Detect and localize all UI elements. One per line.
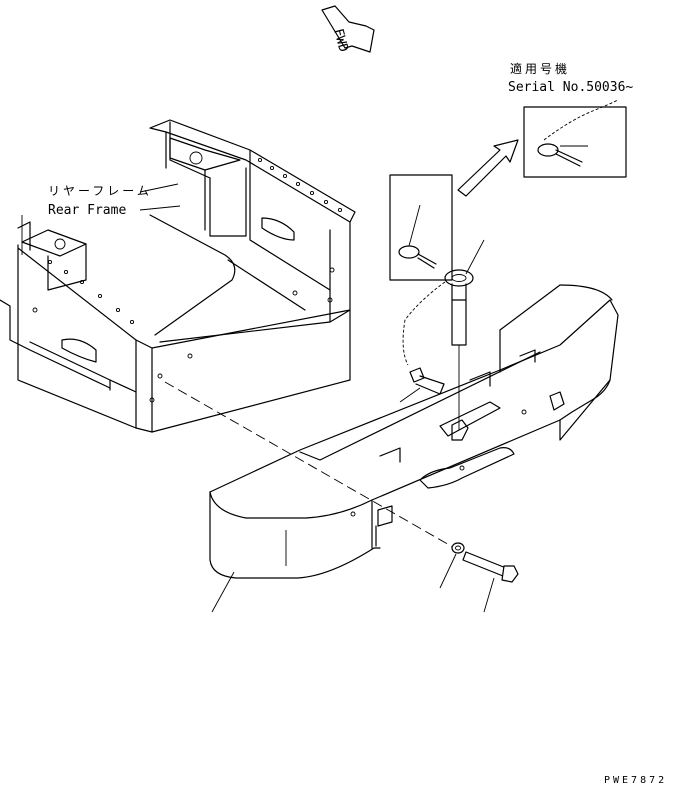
counterweight-leader (211, 571, 235, 613)
alignment-line (164, 381, 459, 551)
rear-frame (0, 119, 356, 433)
rear-frame-label-jp: リヤーフレーム (48, 184, 152, 198)
serial-label-jp: 適用号機 (510, 61, 570, 76)
rear-frame-label: リヤーフレーム Rear Frame (48, 183, 181, 218)
washer-and-bolt (439, 542, 519, 613)
frame-holes (47, 157, 343, 325)
fwd-arrow: FWD (321, 5, 375, 54)
fwd-label: FWD (330, 27, 351, 54)
hitch-pin-assembly (399, 239, 485, 441)
drawing-code: PWE7872 (604, 775, 667, 786)
detail-box-chain (523, 99, 627, 178)
serial-note: 適用号機 Serial No.50036~ (508, 61, 633, 95)
counterweight (209, 284, 619, 579)
detail-box-ring (389, 174, 453, 281)
serial-label-en: Serial No.50036~ (508, 80, 633, 95)
rear-frame-label-en: Rear Frame (48, 203, 126, 218)
detail-arrow (457, 139, 519, 197)
